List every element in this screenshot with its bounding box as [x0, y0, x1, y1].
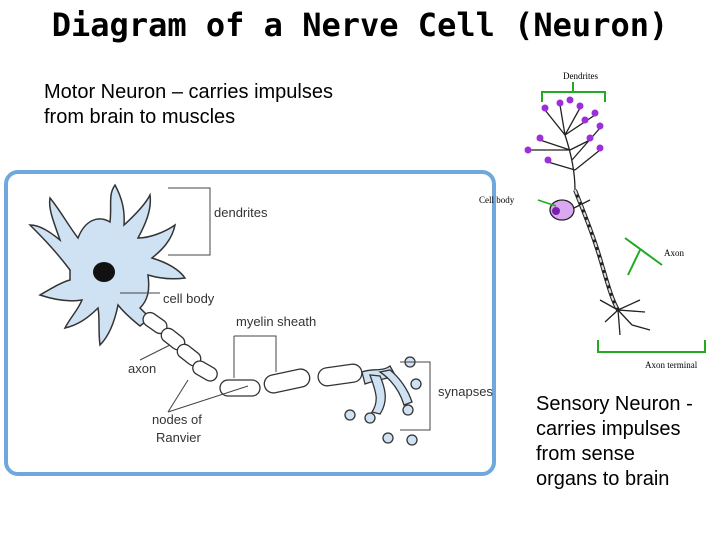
sensory-cell-body-pointer: [537, 199, 557, 207]
label-axon: axon: [128, 361, 156, 376]
sensory-dendrite-tips: [524, 96, 604, 164]
label-myelin-sheath: myelin sheath: [236, 314, 316, 329]
sensory-label-cell-body: Cell body: [479, 195, 515, 205]
motor-neuron-panel: [4, 170, 496, 476]
sensory-caption-line-3: from sense: [536, 443, 635, 465]
sensory-dendrite-tree: [528, 104, 601, 191]
motor-nucleus: [93, 262, 115, 282]
motor-neuron-caption: Motor Neuron – carries impulses from bra…: [44, 80, 424, 130]
sensory-caption-line-1: Sensory Neuron -: [536, 393, 693, 415]
sensory-caption-line-2: carries impulses: [536, 418, 681, 440]
sensory-label-axon: Axon: [664, 248, 684, 258]
motor-caption-line-2: from brain to muscles: [44, 106, 236, 128]
diagram-title: Diagram of a Nerve Cell (Neuron): [51, 6, 669, 44]
label-synapses: synapses: [438, 384, 493, 399]
sensory-caption-line-4: organs to brain: [536, 468, 670, 490]
motor-label-leaders: [120, 187, 431, 431]
sensory-label-dendrites: Dendrites: [563, 71, 598, 81]
sensory-axon-marker: [597, 237, 706, 353]
label-nodes-of-ranvier-2: Ranvier: [156, 430, 201, 445]
sensory-label-axon-terminal: Axon terminal: [645, 360, 698, 370]
label-cell-body: cell body: [163, 291, 215, 306]
motor-caption-line-1: Motor Neuron – carries impulses: [44, 81, 333, 103]
sensory-neuron-caption: Sensory Neuron - carries impulses from s…: [536, 392, 720, 492]
label-nodes-of-ranvier-1: nodes of: [152, 412, 202, 427]
sensory-axon-terminal: [599, 299, 651, 336]
label-dendrites: dendrites: [214, 205, 268, 220]
sensory-dendrites-bracket: [541, 91, 606, 102]
